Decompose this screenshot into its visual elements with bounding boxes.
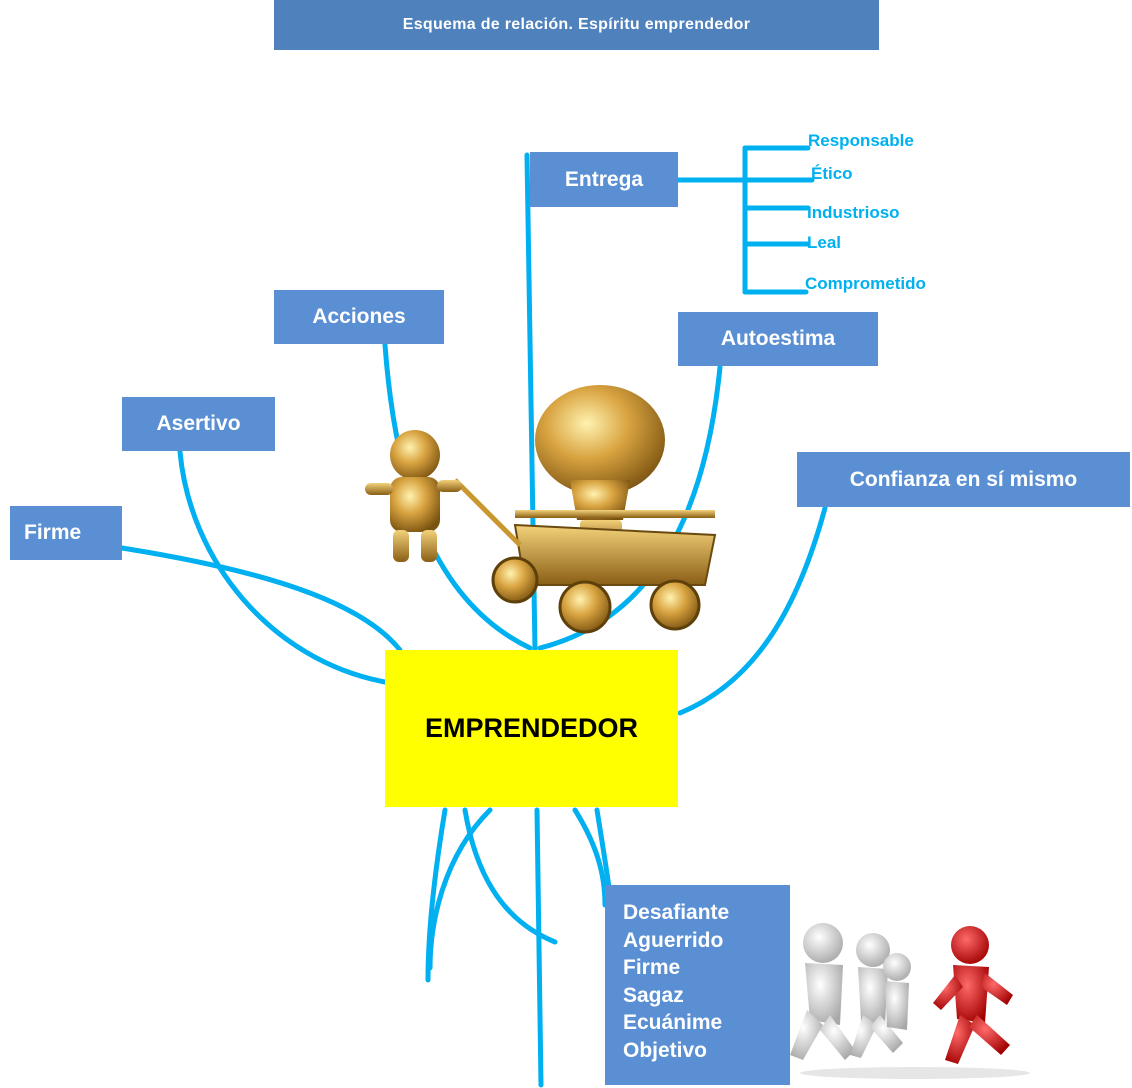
bottom-strand-3 — [427, 807, 493, 971]
bottom-strand-2 — [462, 807, 558, 945]
trait-comprometido: Comprometido — [805, 274, 926, 293]
list-item: Sagaz — [623, 983, 684, 1007]
firme-connector — [119, 545, 403, 653]
list-item: Desafiante — [623, 901, 730, 924]
list-item: Objetivo — [623, 1038, 708, 1062]
node-autoestima: Autoestima — [678, 312, 878, 366]
list-item: Ecuánime — [623, 1011, 723, 1034]
lightbulb-icon — [535, 385, 665, 495]
node-entrega: Entrega — [530, 152, 678, 207]
asertivo-connector — [177, 449, 388, 685]
trait-etico: Ético — [811, 164, 853, 183]
trait-leal: Leal — [807, 233, 842, 252]
bottom-list-box: Desafiante Aguerrido Firme Sagaz Ecuánim… — [605, 885, 790, 1085]
node-firme: Firme — [10, 506, 122, 560]
trait-responsable: Responsable — [808, 131, 914, 150]
diagram-title: Esquema de relación. Espíritu emprendedo… — [274, 0, 879, 50]
node-confianza: Confianza en sí mismo — [797, 452, 1130, 507]
figure-head-icon — [390, 430, 440, 480]
confianza-connector — [677, 505, 828, 716]
lightbulb-cart-image — [365, 385, 717, 634]
list-item: Firme — [623, 956, 681, 979]
cart-wheel-icon — [491, 556, 539, 604]
node-acciones: Acciones — [274, 290, 444, 344]
node-asertivo: Asertivo — [122, 397, 275, 451]
running-figures-image — [790, 923, 1030, 1079]
list-item: Aguerrido — [623, 928, 724, 952]
bottom-strand-4 — [572, 807, 608, 908]
center-node: EMPRENDEDOR — [385, 650, 678, 807]
spine-line-bottom — [534, 807, 544, 1088]
red-runner-icon — [933, 926, 1013, 1064]
trait-industrioso: Industrioso — [807, 203, 900, 222]
